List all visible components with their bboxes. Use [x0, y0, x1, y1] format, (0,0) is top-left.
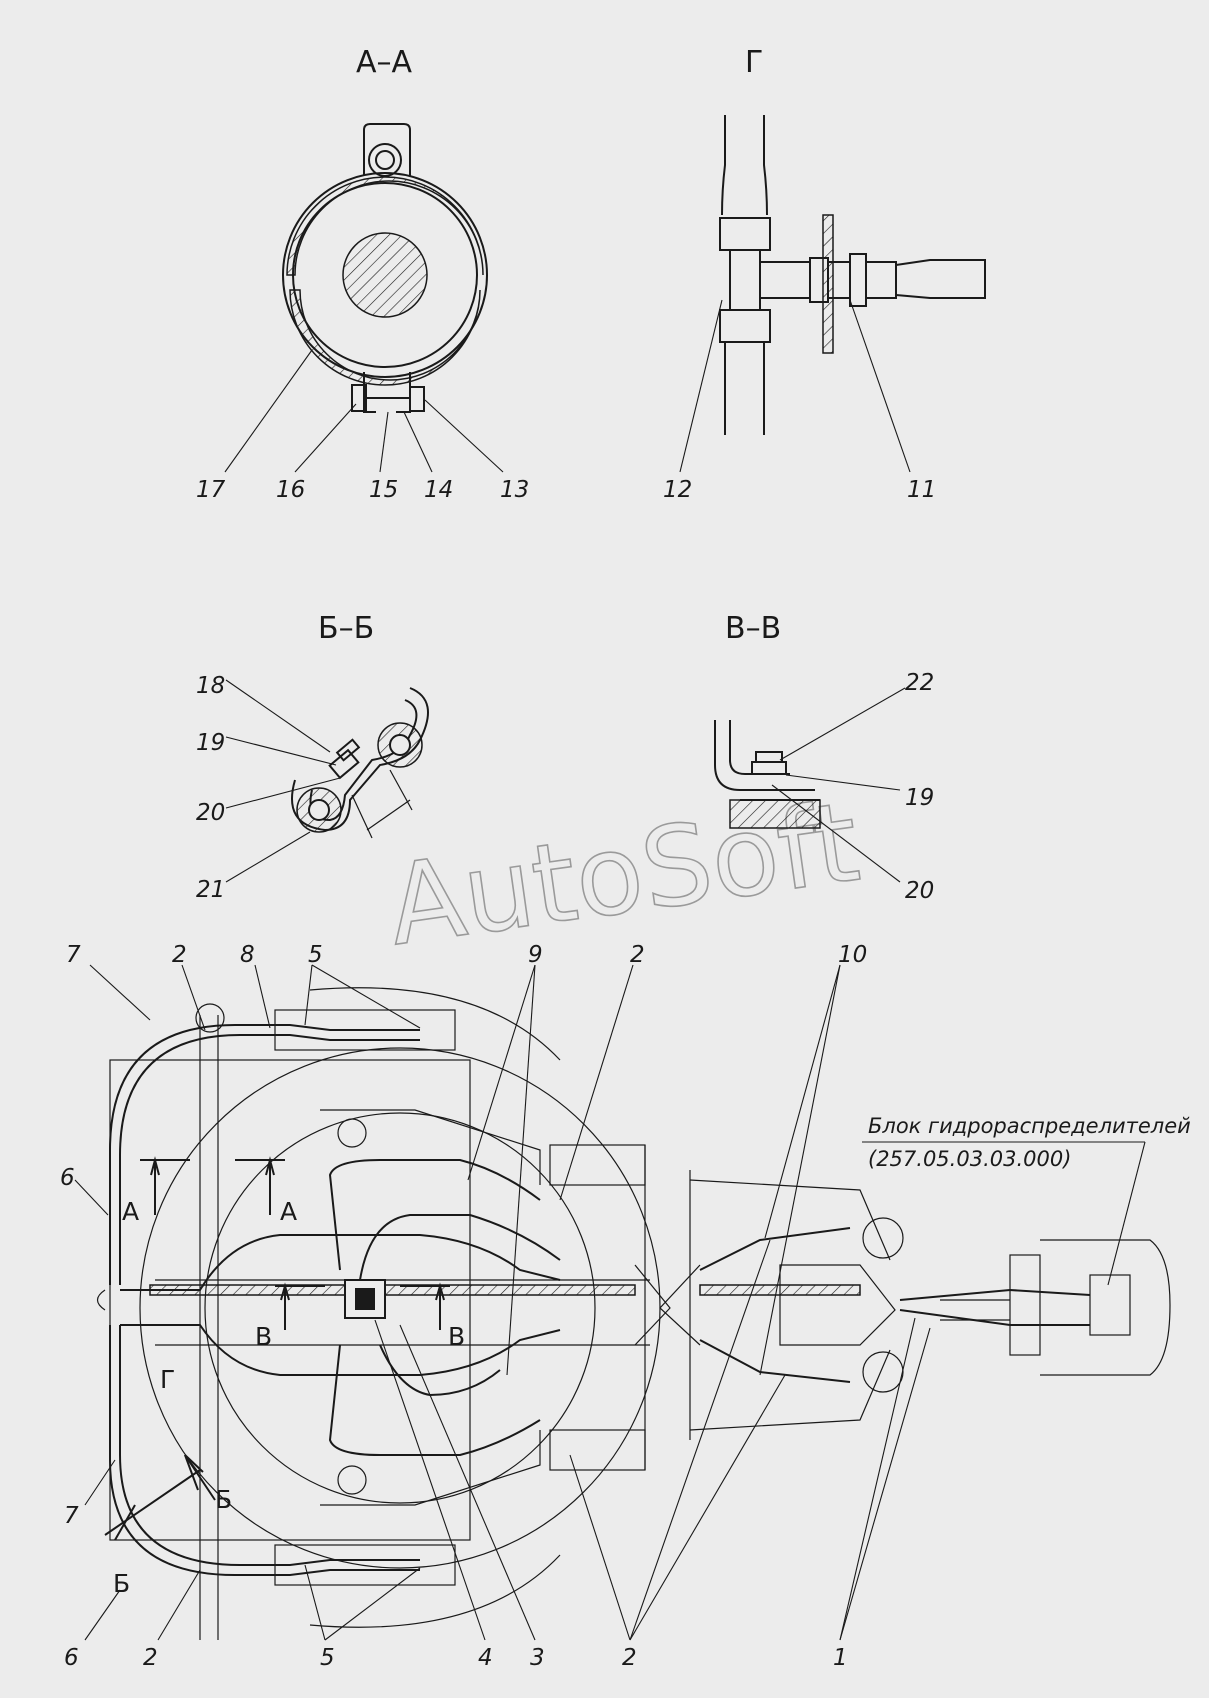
section-markers: [104, 1156, 450, 1541]
view-g-title: Г: [745, 45, 763, 80]
view-g: Г 12 11: [663, 45, 986, 503]
mark-a-left: А: [122, 1197, 139, 1226]
callout-16: 16: [276, 477, 305, 503]
mark-b-lower: Б: [113, 1569, 130, 1598]
callout-7-top: 7: [66, 942, 81, 968]
section-aa: А–А 17 16 15 14 13: [196, 45, 529, 503]
callout-4: 4: [478, 1645, 493, 1671]
callout-6-lower: 6: [64, 1645, 79, 1671]
section-vv: В–В 22 19 20: [714, 611, 934, 904]
callout-9: 9: [528, 942, 543, 968]
valve-block-note: Блок гидрораспределителей (257.05.03.03.…: [862, 1114, 1191, 1286]
callout-17: 17: [196, 477, 226, 503]
mark-a-right: А: [280, 1197, 297, 1226]
base-plate-vv: [729, 799, 821, 829]
clamp-bolt: [351, 372, 425, 413]
wall-panel: [822, 214, 834, 354]
section-bb-title: Б–Б: [318, 611, 374, 646]
hose-bb-2-bore: [389, 734, 411, 756]
callout-2-top-left: 2: [172, 942, 187, 968]
rod-section: [342, 232, 428, 318]
callout-19-vv: 19: [905, 785, 934, 811]
mark-v-right: В: [448, 1322, 465, 1351]
callout-20: 20: [196, 800, 225, 826]
callout-5-top: 5: [308, 942, 323, 968]
callout-3: 3: [530, 1645, 545, 1671]
callouts-main-left: 6 7 6: [60, 1165, 121, 1671]
rod-hatch-left: [149, 1284, 636, 1296]
boom-section: [634, 1170, 1171, 1440]
section-vv-title: В–В: [725, 611, 781, 646]
callout-1: 1: [833, 1645, 848, 1671]
hose-wall-bottom: [289, 289, 481, 386]
note-line-2: (257.05.03.03.000): [868, 1147, 1071, 1171]
section-mark-labels: А А В В Г Б Б: [113, 1197, 465, 1598]
callout-18: 18: [196, 673, 225, 699]
callout-8: 8: [240, 942, 255, 968]
tee-fitting: [719, 115, 986, 435]
rod-hatch-right: [699, 1284, 861, 1296]
callout-15: 15: [369, 477, 398, 503]
callout-6-upper: 6: [60, 1165, 75, 1191]
callouts-main-bottom: 2 5 4 3 2 1: [143, 1239, 931, 1671]
callout-19: 19: [196, 730, 225, 756]
callouts-bb: 18 19 20 21: [196, 673, 341, 903]
callout-2-bottom-left: 2: [143, 1645, 158, 1671]
callout-2-bottom-right: 2: [622, 1645, 637, 1671]
callouts-g: 12 11: [663, 299, 936, 503]
callout-2-top-right: 2: [630, 942, 645, 968]
callout-11: 11: [907, 477, 936, 503]
distribution-block-core: [355, 1288, 375, 1310]
mark-v-left: В: [255, 1322, 272, 1351]
callout-13: 13: [500, 477, 529, 503]
hose-bb-1-bore: [308, 799, 330, 821]
callout-7-lower: 7: [64, 1503, 79, 1529]
callout-20-vv: 20: [905, 878, 934, 904]
mark-g: Г: [160, 1365, 175, 1394]
callout-22: 22: [905, 670, 934, 696]
hose-wall-top: [286, 176, 484, 276]
section-aa-title: А–А: [356, 45, 413, 80]
callout-12: 12: [663, 477, 692, 503]
callout-21: 21: [196, 877, 225, 903]
callout-10: 10: [838, 942, 867, 968]
section-bb: Б–Б 18 19 20 21: [196, 611, 429, 903]
callout-5-bottom: 5: [320, 1645, 335, 1671]
note-line-1: Блок гидрораспределителей: [868, 1114, 1191, 1138]
callouts-main-top: 7 2 8 5 9 2 10: [66, 942, 867, 1376]
mark-b-upper: Б: [215, 1485, 232, 1514]
callout-14: 14: [424, 477, 453, 503]
callouts-aa: 17 16 15 14 13: [196, 349, 529, 503]
dim-bb: [351, 769, 413, 839]
callouts-vv: 22 19 20: [771, 670, 934, 904]
main-assembly-view: А А В В Г Б Б 7 2 8 5 9 2 10: [60, 942, 1191, 1671]
